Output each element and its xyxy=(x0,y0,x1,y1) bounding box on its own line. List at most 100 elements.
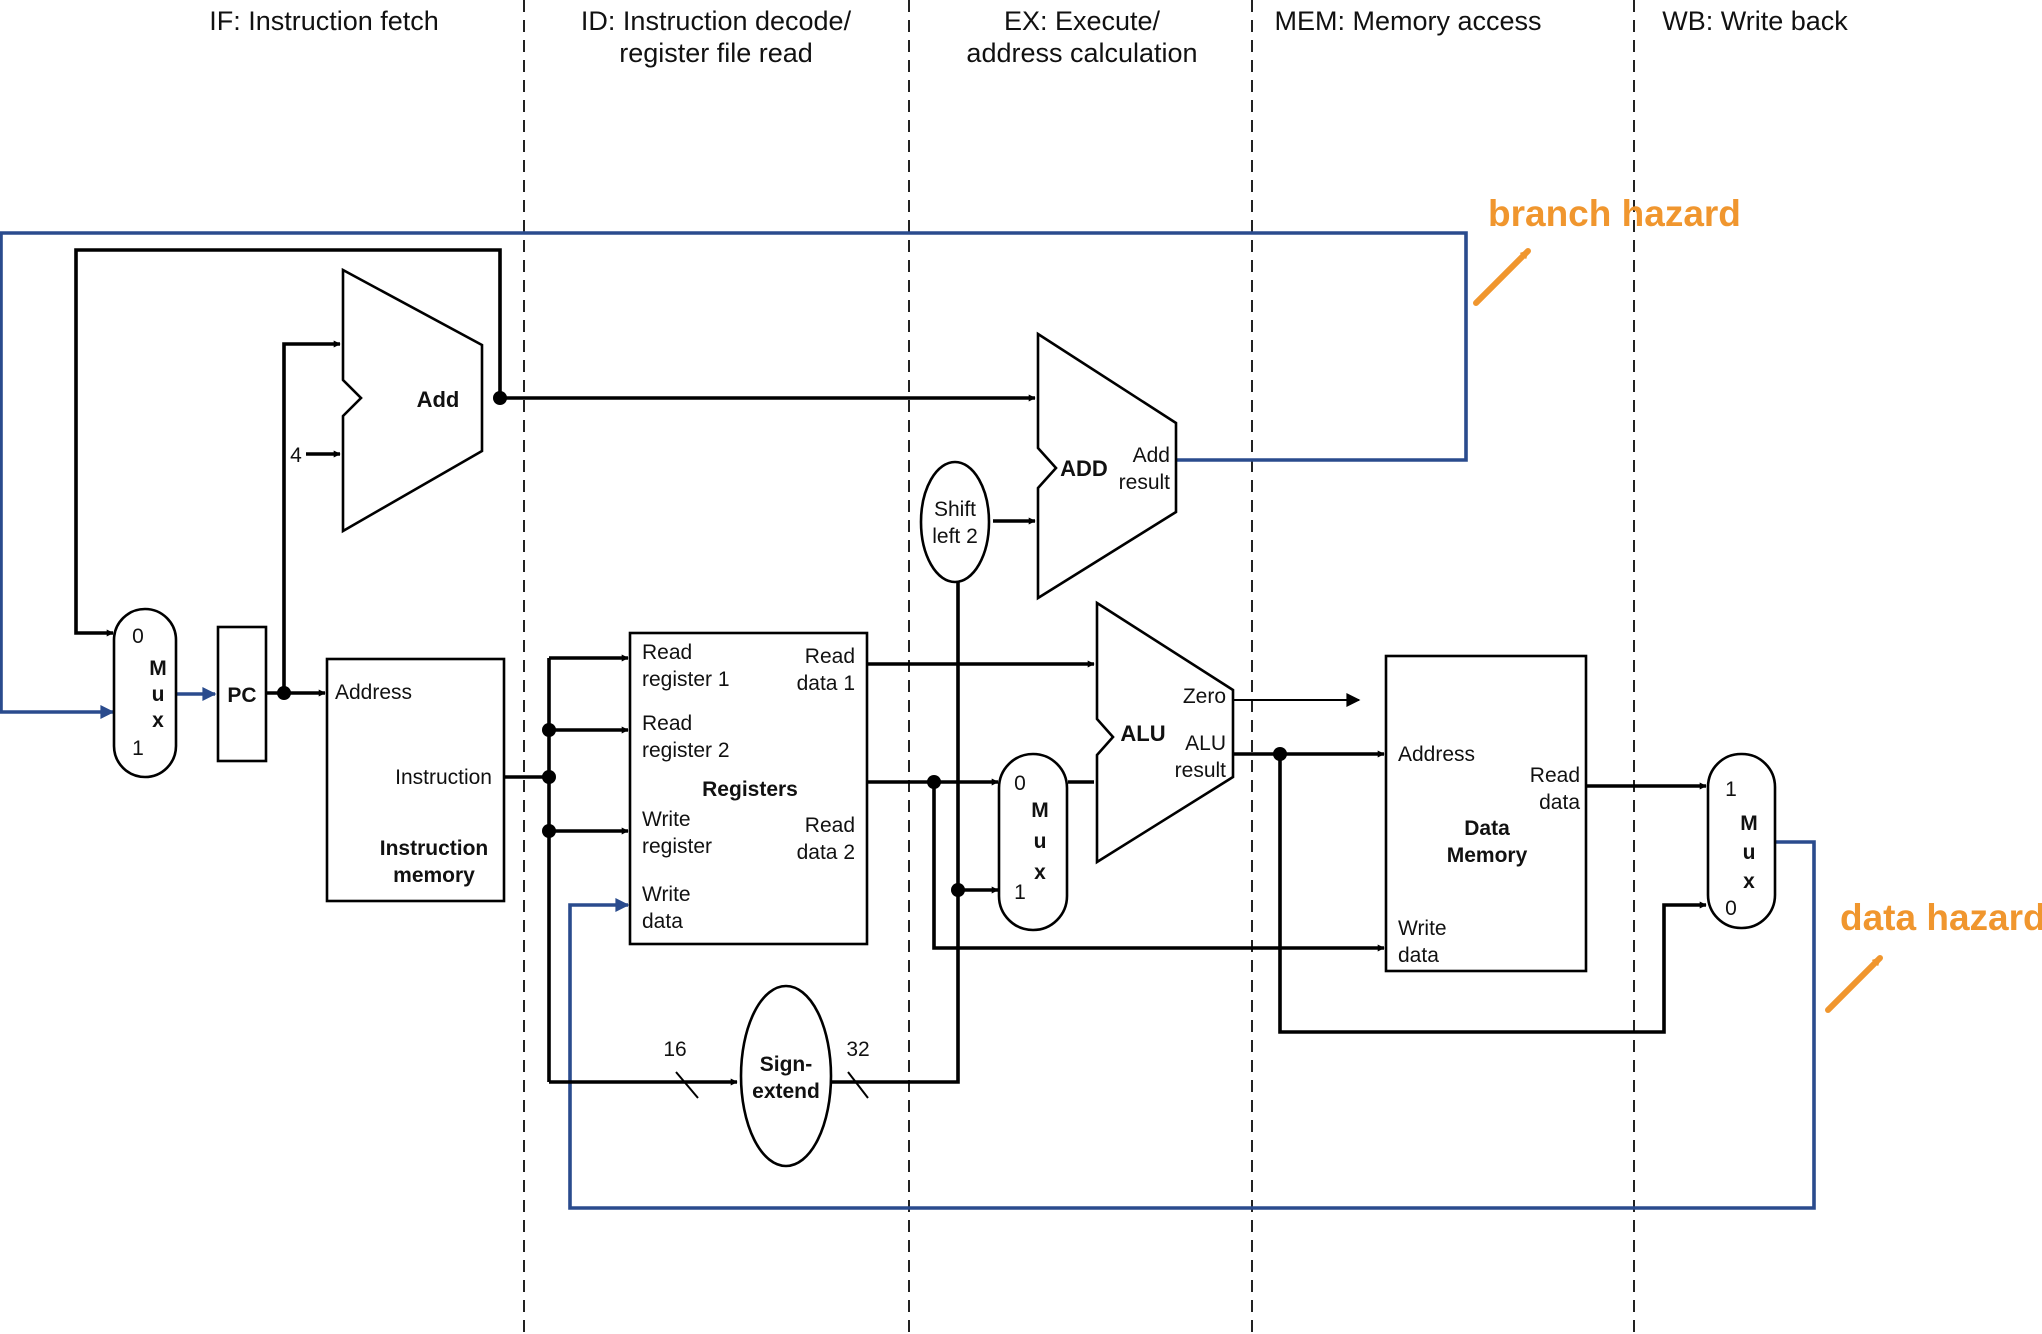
alu-src-mux-label-x: x xyxy=(1034,861,1046,884)
const4-label: 4 xyxy=(290,444,302,467)
branch-adder-body xyxy=(1036,331,1178,601)
data-hazard-arrow xyxy=(1825,955,1883,1013)
pc-mux-body xyxy=(112,607,178,779)
stage-ex-title: EX: Execute/ xyxy=(1004,6,1161,36)
alu-result-line1: ALU xyxy=(1185,732,1226,755)
read-register-1-port: Read xyxy=(642,641,692,664)
junction-dot xyxy=(542,770,556,784)
branch-adder: ADD Add result xyxy=(1036,331,1178,601)
branch-hazard-label: branch hazard xyxy=(1488,193,1741,234)
stage-mem-title: MEM: Memory access xyxy=(1274,6,1541,36)
writeback-mux-label-x: x xyxy=(1743,870,1755,893)
pc-mux-label-m: M xyxy=(149,657,167,680)
data-memory-box xyxy=(1384,654,1588,973)
instruction-memory: Address Instruction Instruction memory xyxy=(325,657,506,903)
junction-dot xyxy=(493,391,507,405)
alu: ALU Zero ALU result xyxy=(1095,600,1235,865)
alu-result-line2: result xyxy=(1175,759,1227,782)
dmem-title-line2: Memory xyxy=(1447,844,1528,867)
adder-to-mux-wire xyxy=(74,248,502,637)
pc-label: PC xyxy=(227,684,256,707)
pc-mux: M u x 0 1 xyxy=(112,607,178,779)
dmem-title-line1: Data xyxy=(1464,817,1510,840)
alu-zero-output: Zero xyxy=(1183,685,1226,708)
alu-label: ALU xyxy=(1120,721,1165,746)
writeback-mux-body xyxy=(1706,752,1777,930)
read-data2-to-dmem-wire xyxy=(932,782,1385,952)
writeback-mux: M u x 1 0 xyxy=(1706,752,1777,930)
pc-mux-input-0: 0 xyxy=(132,625,144,648)
read-data-2-port: Read xyxy=(805,814,855,837)
pc-mux-label-x: x xyxy=(152,709,164,732)
dmem-write-data-port: Write xyxy=(1398,917,1447,940)
branch-feedback-wire xyxy=(0,231,1468,719)
dmem-read-data-port: Read xyxy=(1530,764,1580,787)
junction-dot xyxy=(542,723,556,737)
alu-src-mux-input-1: 1 xyxy=(1014,881,1026,904)
junction-dot xyxy=(542,824,556,838)
dmem-write-data-port: data xyxy=(1398,944,1439,967)
pc-adder-body xyxy=(341,267,484,534)
data-memory: Address Read data Write data Data Memory xyxy=(1384,654,1588,973)
pc-to-adder-wire xyxy=(282,340,341,693)
sign-extend-ellipse xyxy=(739,984,833,1168)
stage-id-subtitle: register file read xyxy=(619,38,813,68)
junction-dot xyxy=(277,686,291,700)
writeback-mux-label-u: u xyxy=(1743,841,1756,864)
alu-src-mux: M u x 0 1 xyxy=(997,752,1069,932)
hazard-wires xyxy=(0,231,1816,1210)
stage-if-title: IF: Instruction fetch xyxy=(209,6,439,36)
read-data-2-port: data 2 xyxy=(797,841,855,864)
branch-adder-label: ADD xyxy=(1060,456,1108,481)
register-file-box xyxy=(628,631,869,946)
imem-instruction-port: Instruction xyxy=(395,766,492,789)
register-file: Read register 1 Read register 2 Write re… xyxy=(628,631,869,946)
writeback-feedback-wire xyxy=(568,840,1816,1210)
pc-adder: Add 4 xyxy=(290,267,484,534)
branch-adder-result-line2: result xyxy=(1119,471,1171,494)
writeback-mux-input-0: 0 xyxy=(1725,897,1737,920)
read-data-1-port: data 1 xyxy=(797,672,855,695)
junction-dot xyxy=(927,775,941,789)
pc-mux-input-1: 1 xyxy=(132,737,144,760)
instruction-memory-box xyxy=(325,657,506,903)
data-hazard-label: data hazard xyxy=(1840,897,2042,938)
branch-adder-result-line1: Add xyxy=(1133,444,1170,467)
write-data-port: data xyxy=(642,910,683,933)
sign-extend-out-wire xyxy=(822,580,960,1084)
dmem-read-data-port: data xyxy=(1539,791,1580,814)
writeback-mux-label-m: M xyxy=(1740,812,1758,835)
write-data-port: Write xyxy=(642,883,691,906)
pc-register xyxy=(216,625,268,763)
read-register-2-port: Read xyxy=(642,712,692,735)
hazard-annotations: branch hazard data hazard xyxy=(1473,193,2042,1013)
sign-extend-label-line1: Sign- xyxy=(760,1053,813,1076)
imem-title-line2: memory xyxy=(393,864,475,887)
alu-src-mux-label-m: M xyxy=(1031,799,1049,822)
write-register-port: register xyxy=(642,835,712,858)
program-counter: PC xyxy=(216,625,268,763)
junctions xyxy=(277,391,1287,897)
bits32-label: 32 xyxy=(846,1038,869,1061)
read-data-1-port: Read xyxy=(805,645,855,668)
stage-dividers xyxy=(523,0,1635,1334)
stage-ex-subtitle: address calculation xyxy=(966,38,1197,68)
alu-src-mux-label-u: u xyxy=(1034,830,1047,853)
stage-headers: IF: Instruction fetch ID: Instruction de… xyxy=(209,6,1848,68)
sign-extend-unit: Sign- extend 16 32 xyxy=(663,984,870,1168)
junction-dot xyxy=(951,883,965,897)
alu-body xyxy=(1095,600,1235,865)
shift-left-label-line1: Shift xyxy=(934,498,976,521)
alu-src-mux-input-0: 0 xyxy=(1014,772,1026,795)
alu-src-mux-body xyxy=(997,752,1069,932)
stage-id-title: ID: Instruction decode/ xyxy=(581,6,852,36)
writeback-mux-input-1: 1 xyxy=(1725,778,1737,801)
sign-extend-label-line2: extend xyxy=(752,1080,820,1103)
pc-mux-label-u: u xyxy=(152,683,165,706)
stage-wb-title: WB: Write back xyxy=(1662,6,1848,36)
shift-left-ellipse xyxy=(919,460,991,584)
write-register-port: Write xyxy=(642,808,691,831)
imem-title-line1: Instruction xyxy=(380,837,489,860)
dmem-address-port: Address xyxy=(1398,743,1475,766)
alu-bypass-wire xyxy=(1278,754,1707,1034)
